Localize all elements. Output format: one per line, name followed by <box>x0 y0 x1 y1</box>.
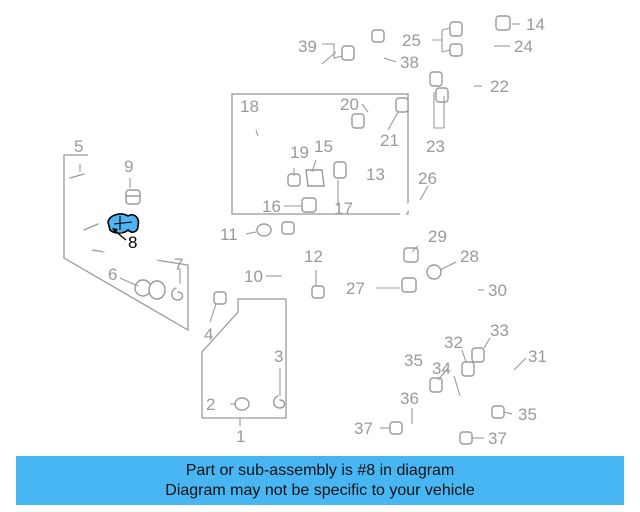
callout-labels: 1 2 3 4 5 6 7 8 9 10 11 12 13 14 15 16 1… <box>74 15 547 448</box>
callout-8-arrow <box>113 229 127 241</box>
part-12-clamp <box>311 285 325 299</box>
part-28-ring <box>426 264 442 280</box>
callout-8-arrowhead <box>112 228 118 233</box>
callout-35: 35 <box>404 351 423 370</box>
part-27-connector <box>401 277 417 293</box>
leader-lines <box>79 23 527 439</box>
group-box-5 <box>63 154 189 332</box>
callout-6: 6 <box>108 265 117 284</box>
callout-39: 39 <box>298 37 317 56</box>
callout-33: 33 <box>490 321 509 340</box>
part-8-highlighted <box>107 213 140 234</box>
callout-30: 30 <box>488 281 507 300</box>
part-35-clamp-right <box>491 405 505 419</box>
part-3-clip <box>273 395 286 409</box>
hose-assembly-5 <box>69 173 176 294</box>
callout-5: 5 <box>74 137 83 156</box>
part-11-ring <box>256 223 272 237</box>
part-37-clamp-left <box>389 421 403 435</box>
pipe-part-30 <box>357 287 481 387</box>
part-15-connector <box>305 169 325 187</box>
callout-18: 18 <box>240 97 259 116</box>
hose-part-22 <box>429 71 477 103</box>
hose-part-36 <box>399 419 467 443</box>
callout-16: 16 <box>262 197 281 216</box>
callout-25: 25 <box>402 31 421 50</box>
banner-line-disclaimer: Diagram may not be specific to your vehi… <box>165 482 475 499</box>
part-9-clamp <box>125 189 141 205</box>
callout-20: 20 <box>340 95 359 114</box>
callout-17: 17 <box>334 199 353 218</box>
callout-22: 22 <box>490 77 509 96</box>
group-box-13 <box>231 93 409 215</box>
callout-2: 2 <box>206 395 215 414</box>
part-7-clip <box>171 287 184 301</box>
parts-diagram: 1 2 3 4 5 6 7 8 9 10 11 12 13 14 15 16 1… <box>63 15 547 448</box>
callout-12: 12 <box>304 247 323 266</box>
part-2-ring <box>234 397 250 411</box>
hose-part-18 <box>248 100 324 194</box>
callout-9: 9 <box>124 157 133 176</box>
part-16-clamp <box>301 197 317 213</box>
callout-4: 4 <box>204 325 213 344</box>
callout-10: 10 <box>244 267 263 286</box>
callout-29: 29 <box>428 227 447 246</box>
part-17-clamp <box>333 161 347 179</box>
callout-26: 26 <box>418 169 437 188</box>
part-14-clamp <box>495 15 511 31</box>
hose-part-38 <box>341 29 385 61</box>
callout-15: 15 <box>314 137 333 156</box>
callout-38: 38 <box>400 53 419 72</box>
callout-24: 24 <box>514 37 533 56</box>
callout-19: 19 <box>290 143 309 162</box>
callout-31: 31 <box>528 347 547 366</box>
callout-27: 27 <box>346 279 365 298</box>
part-12-clamp-upper <box>281 221 295 235</box>
callout-3: 3 <box>274 347 283 366</box>
callout-21: 21 <box>380 131 399 150</box>
callout-14: 14 <box>526 15 545 34</box>
hose-part-21 <box>351 97 409 129</box>
callout-1: 1 <box>236 427 245 446</box>
part-6-ring <box>134 279 166 300</box>
part-32-clamp <box>461 361 475 377</box>
callout-35b: 35 <box>518 405 537 424</box>
callout-37: 37 <box>354 419 373 438</box>
part-37-clamp-right <box>459 431 473 445</box>
hose-part-31 <box>483 367 521 385</box>
part-29-clamp <box>403 247 419 263</box>
callout-36: 36 <box>400 389 419 408</box>
part-35-clamp <box>429 377 443 393</box>
callout-11: 11 <box>220 225 238 244</box>
group-box-1 <box>201 298 287 419</box>
hose-part-34 <box>435 391 499 417</box>
callout-28: 28 <box>460 247 479 266</box>
callout-8: 8 <box>128 233 137 252</box>
callout-7: 7 <box>174 255 183 274</box>
banner-line-part-info: Part or sub-assembly is #8 in diagram <box>185 462 455 479</box>
callout-37b: 37 <box>488 429 507 448</box>
callout-23: 23 <box>426 137 445 156</box>
hose-part-24 <box>449 21 491 57</box>
hose-part-1 <box>211 328 277 409</box>
pipe-part-26 <box>337 195 455 300</box>
callout-34: 34 <box>432 359 451 378</box>
callout-32: 32 <box>444 333 463 352</box>
info-banner: Part or sub-assembly is #8 in diagram Di… <box>16 456 624 505</box>
callout-13: 13 <box>366 165 385 184</box>
part-4-clamp <box>213 291 227 305</box>
part-33-clamp <box>471 347 485 363</box>
